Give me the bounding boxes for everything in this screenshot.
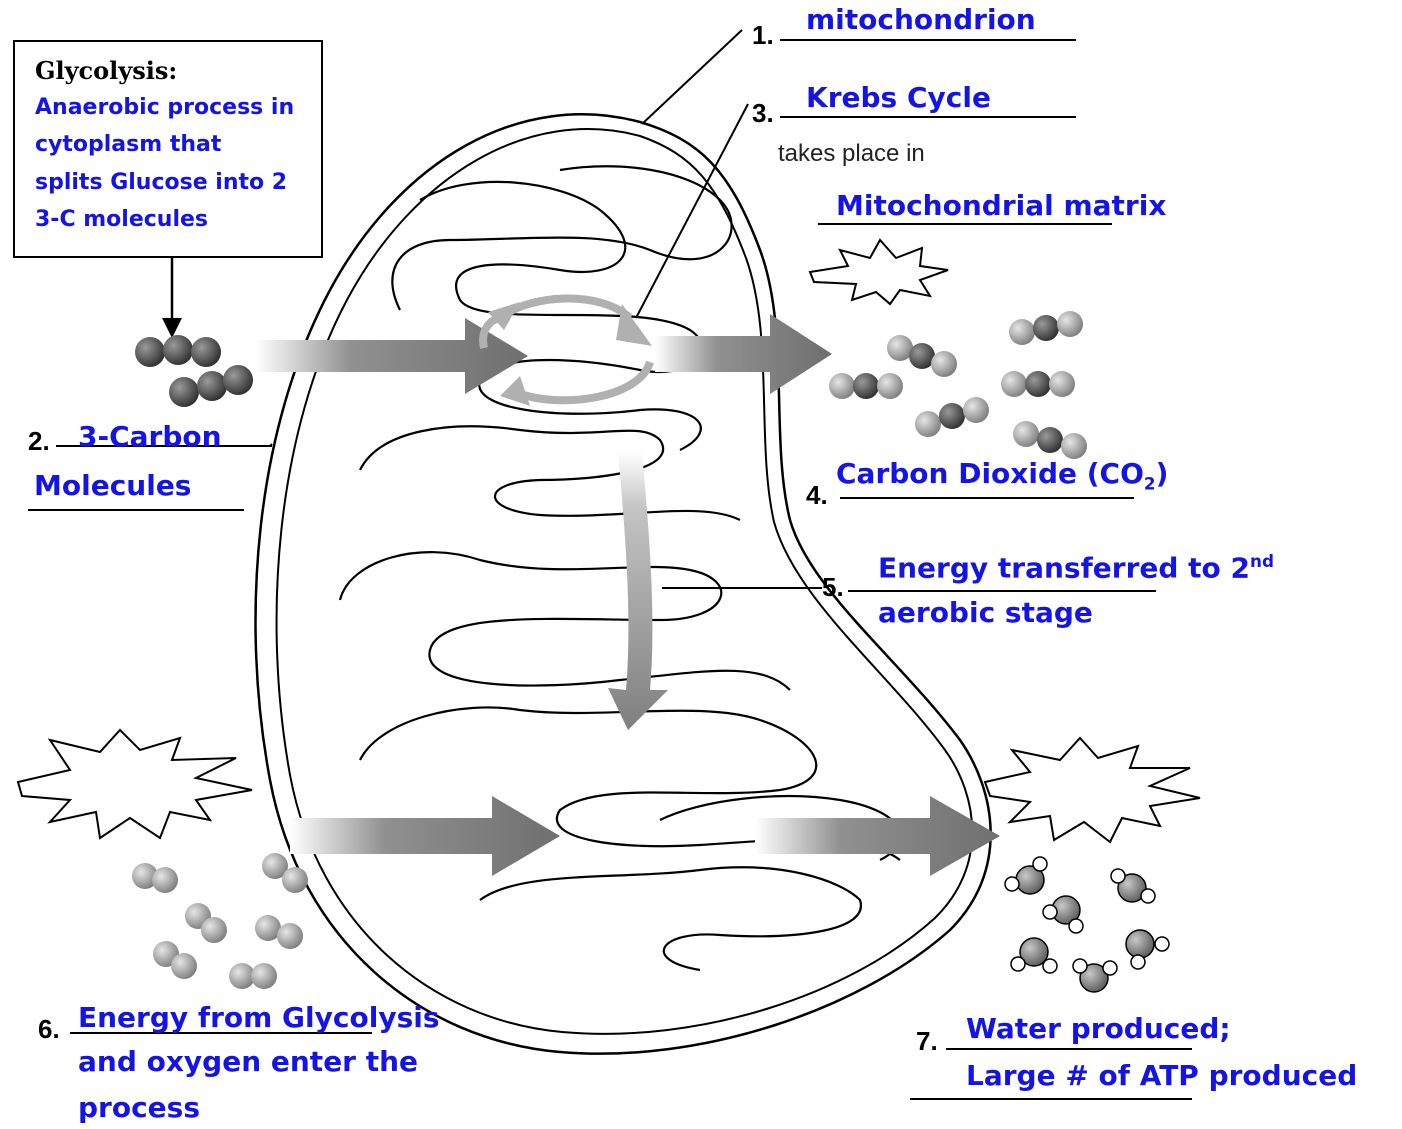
label-5-answer-line1: Energy transferred to 2nd xyxy=(878,552,1274,585)
three-carbon-molecules xyxy=(135,335,253,407)
label-5-number: 5. xyxy=(822,572,844,603)
label-4-text: Carbon Dioxide (CO xyxy=(836,457,1144,490)
label-1-answer: mitochondrion xyxy=(806,4,1036,36)
energy-transfer-arrow xyxy=(608,452,668,730)
label-1-number: 1. xyxy=(752,20,774,51)
label-4-number: 4. xyxy=(806,480,828,511)
energy-burst-top xyxy=(810,240,948,304)
label-7-answer-line1: Water produced; xyxy=(966,1013,1231,1045)
co2-molecules xyxy=(829,311,1087,459)
label-6-number: 6. xyxy=(38,1014,60,1045)
glycolysis-line: 3-C molecules xyxy=(35,201,311,238)
label-4-subscript: 2 xyxy=(1144,474,1156,494)
water-molecules xyxy=(1005,857,1169,992)
energy-burst-right xyxy=(985,738,1200,842)
krebs-arrowhead-1 xyxy=(616,304,652,346)
label-3-location: Mitochondrial matrix xyxy=(836,190,1166,222)
label-4-close: ) xyxy=(1156,457,1169,490)
label-7-answer-line2: Large # of ATP produced xyxy=(966,1060,1357,1092)
glycolysis-pointer-head xyxy=(162,318,182,338)
glycolysis-line: cytoplasm that xyxy=(35,126,311,163)
arrow-in-bottom xyxy=(290,796,560,876)
label-2-answer-line2: Molecules xyxy=(34,470,191,502)
label-2-answer-line1: 3-Carbon xyxy=(78,421,222,453)
label-5-answer-line2: aerobic stage xyxy=(878,597,1093,629)
label-7-number: 7. xyxy=(916,1026,938,1057)
label-5-superscript: nd xyxy=(1250,551,1274,571)
label-2-number: 2. xyxy=(28,426,50,457)
glycolysis-line: splits Glucose into 2 xyxy=(35,164,311,201)
energy-burst-left xyxy=(18,730,252,838)
label-3-number: 3. xyxy=(752,98,774,129)
label-6-answer-line1: Energy from Glycolysis xyxy=(78,1002,440,1034)
krebs-arrowhead-2 xyxy=(500,376,530,406)
arrow-out-bottom xyxy=(755,796,1000,876)
glycolysis-description: Anaerobic process in cytoplasm that spli… xyxy=(35,89,311,239)
oxygen-molecules xyxy=(132,853,308,989)
label-3-connector: takes place in xyxy=(778,140,925,168)
glycolysis-title: Glycolysis: xyxy=(35,56,311,85)
label-6-answer-line3: process xyxy=(78,1092,200,1124)
label-6-answer-line2: and oxygen enter the xyxy=(78,1046,418,1078)
label-4-answer: Carbon Dioxide (CO2) xyxy=(836,458,1168,494)
glycolysis-box: Glycolysis: Anaerobic process in cytopla… xyxy=(13,40,323,258)
label-3-answer: Krebs Cycle xyxy=(806,82,991,114)
glycolysis-line: Anaerobic process in xyxy=(35,89,311,126)
label-5-text: Energy transferred to 2 xyxy=(878,551,1250,584)
